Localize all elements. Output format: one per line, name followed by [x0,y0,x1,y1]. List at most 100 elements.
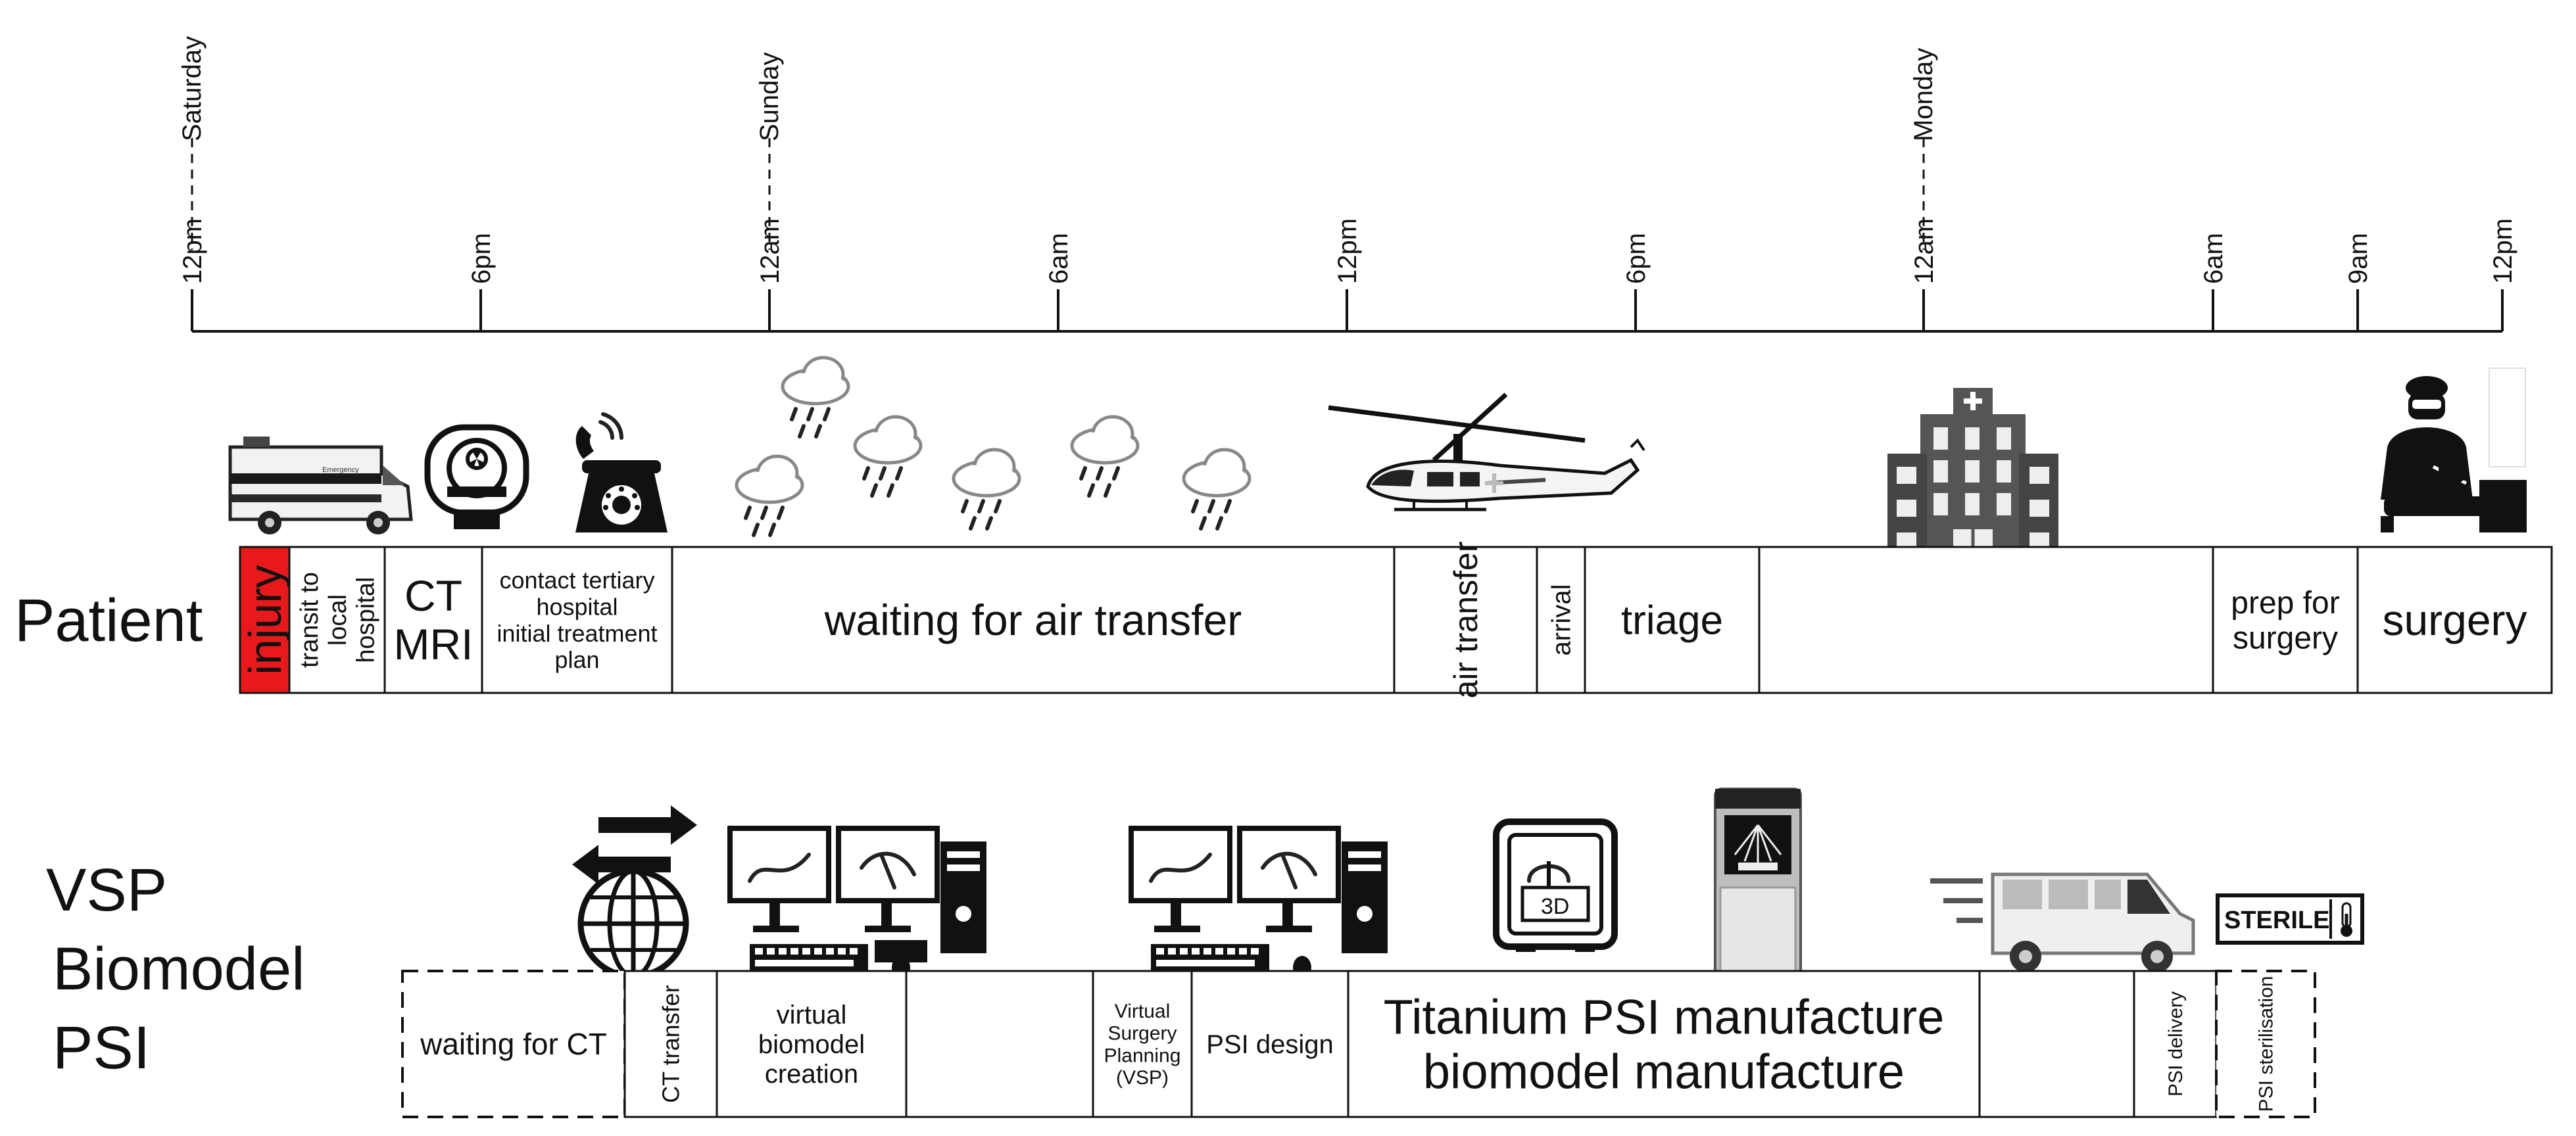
patient-segment-box [2356,546,2553,694]
rain-cloud-icon [853,415,923,498]
patient-segment-label: transit tolocalhospital [296,572,379,668]
sterile-tag-icon: STERILE [2216,893,2364,945]
tick-label: 6am [1044,233,1073,284]
patient-segment-box [1536,546,1586,694]
patient-row-label: Patient [14,587,203,654]
patient-segment-label: triage [1621,598,1723,644]
psi-segment: waiting for CT [401,970,626,1118]
patient-segment-box [383,546,483,694]
patient-segment: surgery [2356,546,2553,694]
patient-segment-label: surgery [2382,596,2527,644]
ambulance-text: Ambulance [322,486,358,494]
timeline-axis: Saturday Sunday Monday 12pm 6pm 12am 6am… [178,36,2517,333]
psi-segment: PSI sterilisation [2215,970,2316,1118]
psi-segment [905,970,1094,1118]
computer-workstation-icon [1129,826,1388,980]
psi-segment-label: PSI delivery [2165,991,2187,1097]
patient-segment-label: injury [239,565,291,674]
psi-segment-label: waiting for CT [420,1027,607,1061]
patient-segment: transit tolocalhospital [288,546,386,694]
psi-segment: PSI design [1190,970,1349,1118]
metal-printer-icon [1714,788,1802,994]
psi-segment-box [1092,970,1193,1118]
printer-badge: 3D [1541,894,1569,919]
phone-icon [575,412,668,532]
tick-label: 6am [2199,233,2228,284]
ambulance-icon: Emergency Ambulance [228,437,413,534]
patient-segment: waiting for air transfer [671,546,1396,694]
tick-marks [191,289,2504,331]
psi-segment-box [1190,970,1349,1118]
psi-segment-label: CT transfer [658,985,685,1102]
rain-cloud-icon [735,454,804,537]
3d-printer-icon: 3D [1493,818,1618,952]
computer-workstation-icon [727,826,986,980]
psi-segment-label: PSI sterilisation [2256,976,2277,1112]
helicopter-icon [1328,392,1645,511]
patient-segment: injury [239,546,291,694]
psi-segment-box [716,970,908,1118]
tick-label: 12pm [2489,218,2517,284]
patient-segment-box [1393,546,1538,694]
rain-cloud-icon [1070,415,1140,498]
patient-segment-box [1584,546,1761,694]
patient-segment-label: waiting for air transfer [824,596,1242,644]
ct-scanner-icon [424,424,529,529]
psi-row-label-vsp: VSP [46,857,167,924]
globe-icon [577,868,689,980]
psi-segment-box [905,970,1094,1118]
patient-segment-label: air transfer [1447,542,1484,699]
day-label-sunday: Sunday [755,52,784,141]
psi-segment-box [401,970,626,1118]
surgeon-icon [2368,367,2539,532]
tick-label: 12am [756,218,785,284]
patient-segment-label: arrival [1547,584,1576,656]
tick-label: 6pm [1622,233,1651,284]
tick-label: 6pm [467,233,496,284]
tick-label: 9am [2344,233,2373,284]
patient-icons: Emergency Ambulance [228,356,2539,583]
psi-segment: PSI delivery [2133,970,2218,1118]
psi-segment-label: PSI design [1206,1030,1333,1059]
rain-cloud-icon [952,448,1021,531]
rain-cloud-icon [781,356,850,438]
sterile-label: STERILE [2224,907,2329,934]
rain-clouds [735,356,1252,537]
patient-segment-box [1758,546,2214,694]
psi-icons: 3D [572,788,2364,994]
ambulance-text: Emergency [322,466,359,474]
patient-segment-box [671,546,1396,694]
psi-segment-box [623,970,718,1118]
transfer-arrows-icon [572,805,697,884]
psi-row-label-psi: PSI [53,1014,150,1081]
psi-segment-box [2215,970,2316,1118]
day-label-monday: Monday [1909,48,1938,141]
tick-label: 12pm [178,218,207,284]
psi-segment [1978,970,2135,1118]
patient-segment-box [239,546,291,694]
rain-cloud-icon [1182,448,1252,531]
psi-segment: CT transfer [623,970,718,1118]
psi-segment-box [2133,970,2218,1118]
patient-segment [1758,546,2214,694]
patient-segment: triage [1584,546,1761,694]
psi-segment-box [1978,970,2135,1118]
psi-segment-box [1347,970,1981,1118]
tick-label: 12am [1910,218,1939,284]
